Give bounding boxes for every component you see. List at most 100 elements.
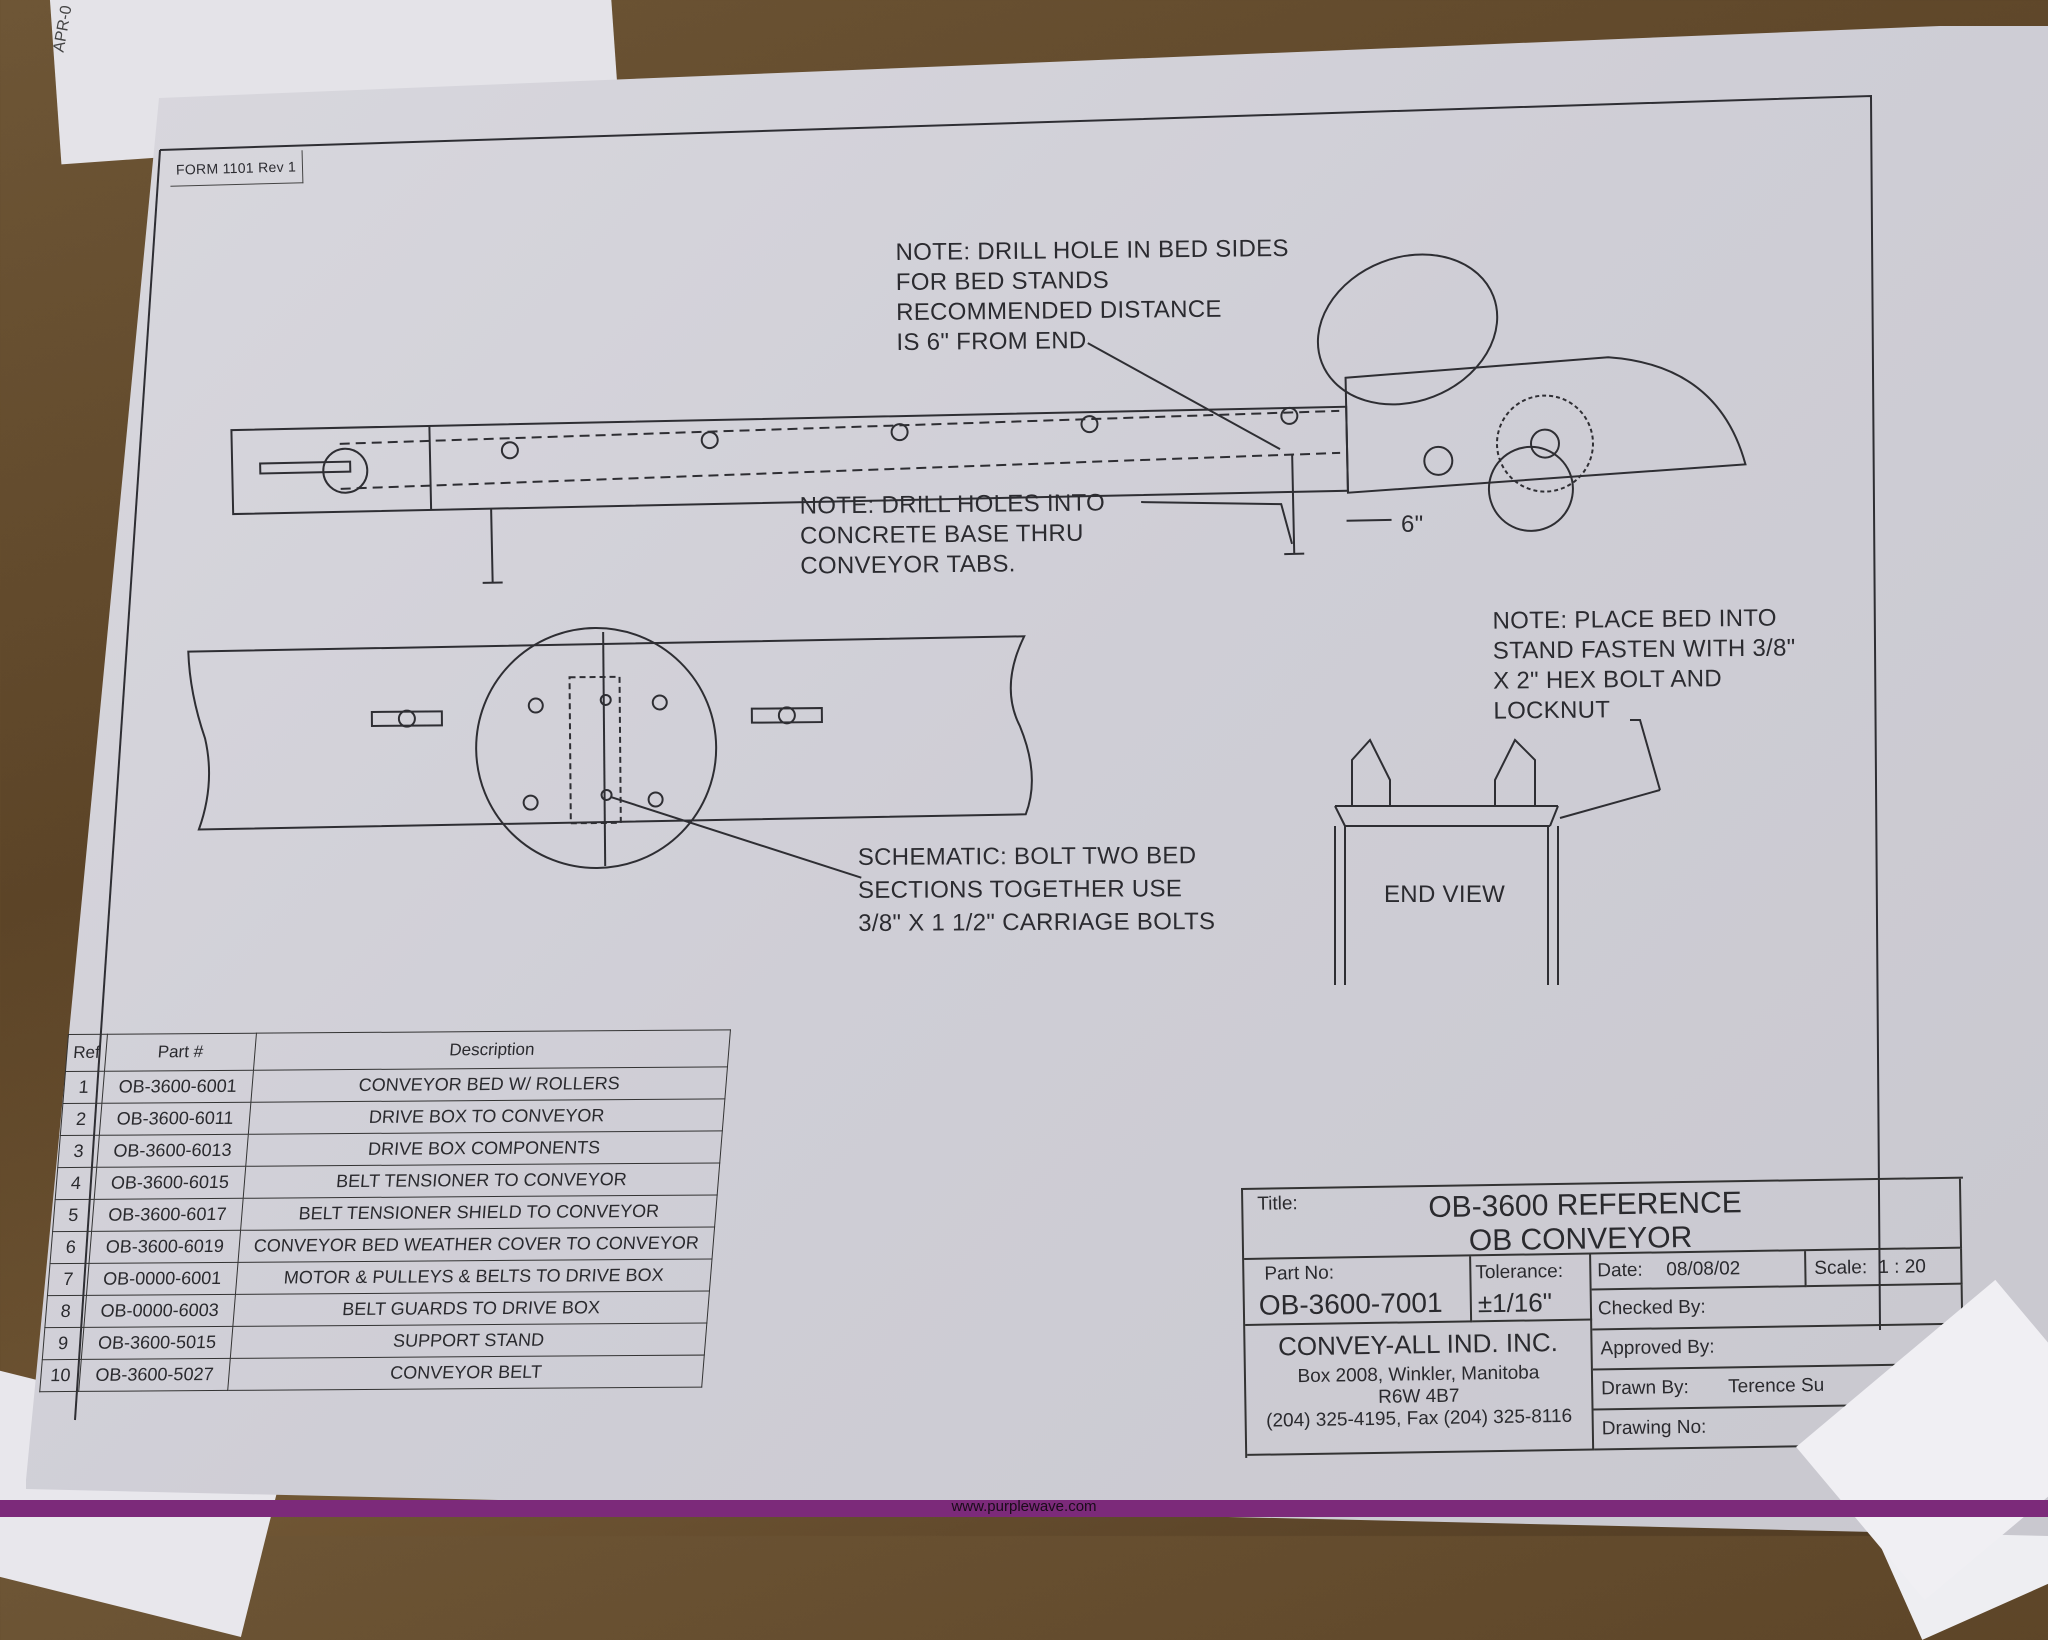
- cell-part-number: OB-3600-5027: [79, 1358, 231, 1391]
- conveyor-bed: [231, 407, 1348, 514]
- note-schematic: SCHEMATIC: BOLT TWO BED SECTIONS TOGETHE…: [858, 839, 1216, 940]
- part-no-cell: Part No: OB-3600-7001: [1244, 1256, 1472, 1326]
- note-line: X 2" HEX BOLT AND: [1493, 663, 1796, 696]
- note-line: RECOMMENDED DISTANCE: [896, 294, 1290, 328]
- note-line: NOTE: PLACE BED INTO: [1492, 603, 1795, 636]
- table-header-row: Ref Part # Description: [65, 1030, 730, 1072]
- tolerance-value: ±1/16": [1478, 1287, 1553, 1319]
- cell-ref: 8: [45, 1295, 87, 1327]
- cell-part-number: OB-3600-6017: [92, 1198, 244, 1231]
- drawn-by-value: Terence Su: [1728, 1375, 1824, 1399]
- cell-description: CONVEYOR BELT: [228, 1355, 705, 1390]
- drawing-no-label: Drawing No:: [1602, 1417, 1707, 1441]
- belt-path: [339, 411, 1340, 489]
- locknut-leader: [1560, 790, 1660, 818]
- cell-description: BELT GUARDS TO DRIVE BOX: [233, 1291, 710, 1326]
- note-drill-concrete: NOTE: DRILL HOLES INTO CONCRETE BASE THR…: [800, 488, 1106, 581]
- header-description: Description: [253, 1030, 730, 1070]
- cell-part-number: OB-3600-6011: [99, 1102, 251, 1135]
- cell-part-number: OB-0000-6003: [84, 1294, 236, 1327]
- note-line: LOCKNUT: [1493, 693, 1796, 726]
- cell-ref: 9: [42, 1327, 84, 1359]
- note-line: FOR BED STANDS: [896, 264, 1290, 298]
- end-view-label: END VIEW: [1384, 880, 1505, 910]
- schematic-leader: [611, 795, 862, 880]
- drawn-by-label: Drawn By:: [1601, 1377, 1689, 1400]
- scale-cell: Scale: 1 : 20: [1806, 1249, 1963, 1287]
- company-phone: (204) 325-4195, Fax (204) 325-8116: [1247, 1406, 1592, 1433]
- cell-part-number: OB-3600-6013: [97, 1134, 249, 1167]
- date-label: Date:: [1597, 1260, 1643, 1283]
- end-view-stand: [1335, 720, 1660, 985]
- note-line: NOTE: DRILL HOLE IN BED SIDES: [895, 234, 1289, 268]
- watermark-text: www.purplewave.com: [0, 1498, 2048, 1515]
- cell-ref: 5: [53, 1199, 95, 1231]
- title-label: Title:: [1257, 1193, 1298, 1216]
- cell-ref: 10: [40, 1359, 82, 1391]
- cell-description: BELT TENSIONER SHIELD TO CONVEYOR: [241, 1195, 718, 1230]
- checked-by-cell: Checked By:: [1592, 1285, 1964, 1331]
- carriage-bolts: [523, 694, 668, 809]
- note-line: SECTIONS TOGETHER USE: [858, 872, 1215, 907]
- header-ref: Ref: [65, 1034, 107, 1071]
- checked-by-label: Checked By:: [1598, 1297, 1706, 1321]
- scale-label: Scale:: [1814, 1257, 1867, 1280]
- note-line: 3/8" X 1 1/2" CARRIAGE BOLTS: [858, 905, 1215, 940]
- note-line: NOTE: DRILL HOLES INTO: [800, 488, 1106, 521]
- tolerance-cell: Tolerance: ±1/16": [1471, 1255, 1592, 1323]
- drive-box: [1296, 229, 1520, 430]
- note-line: CONVEYOR TABS.: [800, 548, 1106, 581]
- cell-ref: 2: [60, 1103, 102, 1135]
- drive-pulley: [1488, 446, 1574, 532]
- form-label: FORM 1101 Rev 1: [170, 150, 304, 186]
- cell-description: DRIVE BOX COMPONENTS: [246, 1131, 723, 1166]
- title-cell: Title: OB-3600 REFERENCE OB CONVEYOR: [1243, 1179, 1962, 1260]
- note-place-bed: NOTE: PLACE BED INTO STAND FASTEN WITH 3…: [1492, 603, 1796, 726]
- note-line: STAND FASTEN WITH 3/8": [1493, 633, 1796, 666]
- cell-part-number: OB-3600-6001: [102, 1070, 254, 1103]
- note-line: IS 6" FROM END: [896, 324, 1290, 358]
- cell-part-number: OB-3600-6019: [89, 1230, 241, 1263]
- cell-description: SUPPORT STAND: [230, 1323, 707, 1358]
- drawing-title-line1: OB-3600 REFERENCE: [1428, 1186, 1742, 1225]
- cell-ref: 3: [58, 1135, 100, 1167]
- cell-description: DRIVE BOX TO CONVEYOR: [248, 1099, 725, 1134]
- tolerance-label: Tolerance:: [1475, 1261, 1563, 1284]
- cell-ref: 4: [55, 1167, 97, 1199]
- scale-value: 1 : 20: [1878, 1256, 1926, 1279]
- bed-section: [188, 636, 1032, 829]
- date-value: 08/08/02: [1666, 1258, 1740, 1281]
- note-drill-bed-sides: NOTE: DRILL HOLE IN BED SIDES FOR BED ST…: [895, 234, 1289, 358]
- header-part: Part #: [104, 1033, 256, 1071]
- cell-description: CONVEYOR BED W/ ROLLERS: [251, 1067, 728, 1102]
- support-leg-left: [491, 509, 493, 583]
- cell-description: BELT TENSIONER TO CONVEYOR: [243, 1163, 720, 1198]
- support-leg-right: [1292, 454, 1294, 554]
- cell-part-number: OB-3600-5015: [81, 1326, 233, 1359]
- cell-ref: 1: [63, 1071, 105, 1103]
- part-no-value: OB-3600-7001: [1259, 1287, 1443, 1322]
- cell-description: CONVEYOR BED WEATHER COVER TO CONVEYOR: [238, 1227, 715, 1262]
- note-line: CONCRETE BASE THRU: [800, 518, 1106, 551]
- cell-description: MOTOR & PULLEYS & BELTS TO DRIVE BOX: [235, 1259, 712, 1294]
- approved-by-label: Approved By:: [1600, 1337, 1714, 1361]
- part-no-label: Part No:: [1264, 1263, 1334, 1286]
- cell-part-number: OB-0000-6001: [86, 1262, 238, 1295]
- detail-circle: [475, 627, 717, 869]
- cell-ref: 7: [47, 1263, 89, 1295]
- cell-ref: 6: [50, 1231, 92, 1263]
- dimension-label: 6": [1401, 510, 1423, 540]
- date-cell: Date: 08/08/02: [1591, 1251, 1807, 1290]
- company-cell: CONVEY-ALL IND. INC. Box 2008, Winkler, …: [1245, 1321, 1594, 1456]
